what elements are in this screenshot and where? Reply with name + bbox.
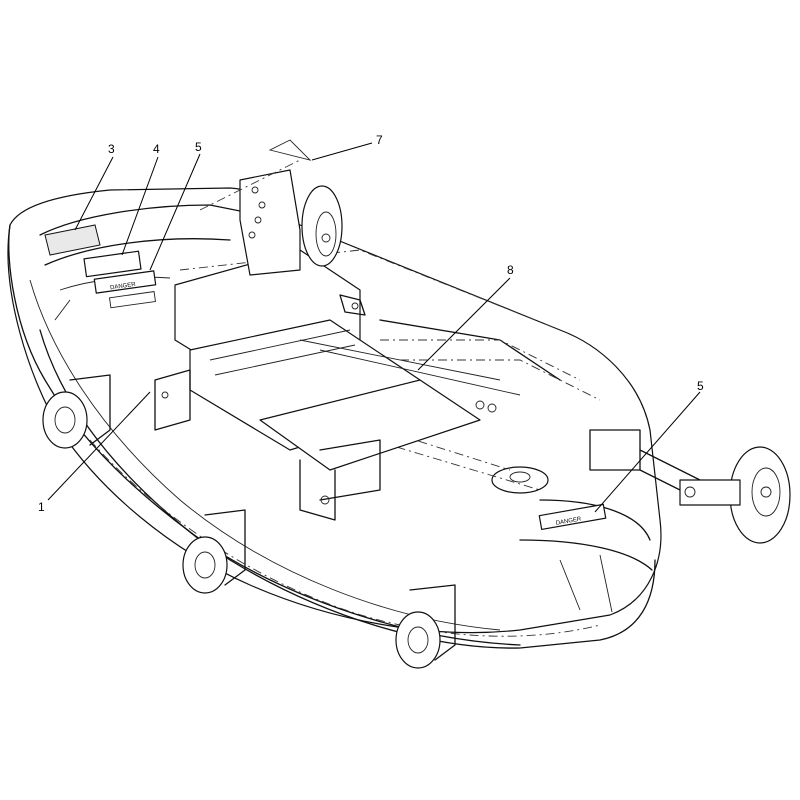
decal-5-left [93, 270, 157, 294]
decal-3-patch [44, 224, 101, 256]
callout-8: 8 [507, 263, 514, 277]
callout-3: 3 [108, 142, 115, 156]
wheel-front-right [395, 611, 441, 669]
callout-5-right: 5 [697, 379, 704, 393]
callout-4: 4 [153, 142, 160, 156]
decal-group: DANGER DANGER [83, 139, 607, 531]
callout-1: 1 [38, 500, 45, 514]
callout-7: 7 [376, 133, 383, 147]
belt-routing [179, 249, 561, 491]
danger-decal-left-text: DANGER [110, 282, 137, 292]
decal-7 [268, 139, 312, 161]
danger-decal-right-text: DANGER [555, 516, 582, 526]
decal-4 [83, 250, 142, 278]
callout-leaders [47, 142, 701, 513]
wheel-rear-top [301, 185, 343, 267]
deck-hood-left [39, 204, 261, 321]
callout-5-left: 5 [195, 140, 202, 154]
decal-small-left [108, 291, 156, 309]
wheel-front-left [182, 536, 228, 594]
hitch-frame [154, 249, 701, 521]
callout-labels: 3 4 5 7 8 5 1 [38, 133, 704, 514]
rear-bracket [199, 159, 301, 276]
gauge-wheels [42, 185, 791, 669]
decal-5-right [538, 503, 607, 531]
spindle-right [491, 466, 549, 494]
wheel-left-front [42, 391, 88, 449]
